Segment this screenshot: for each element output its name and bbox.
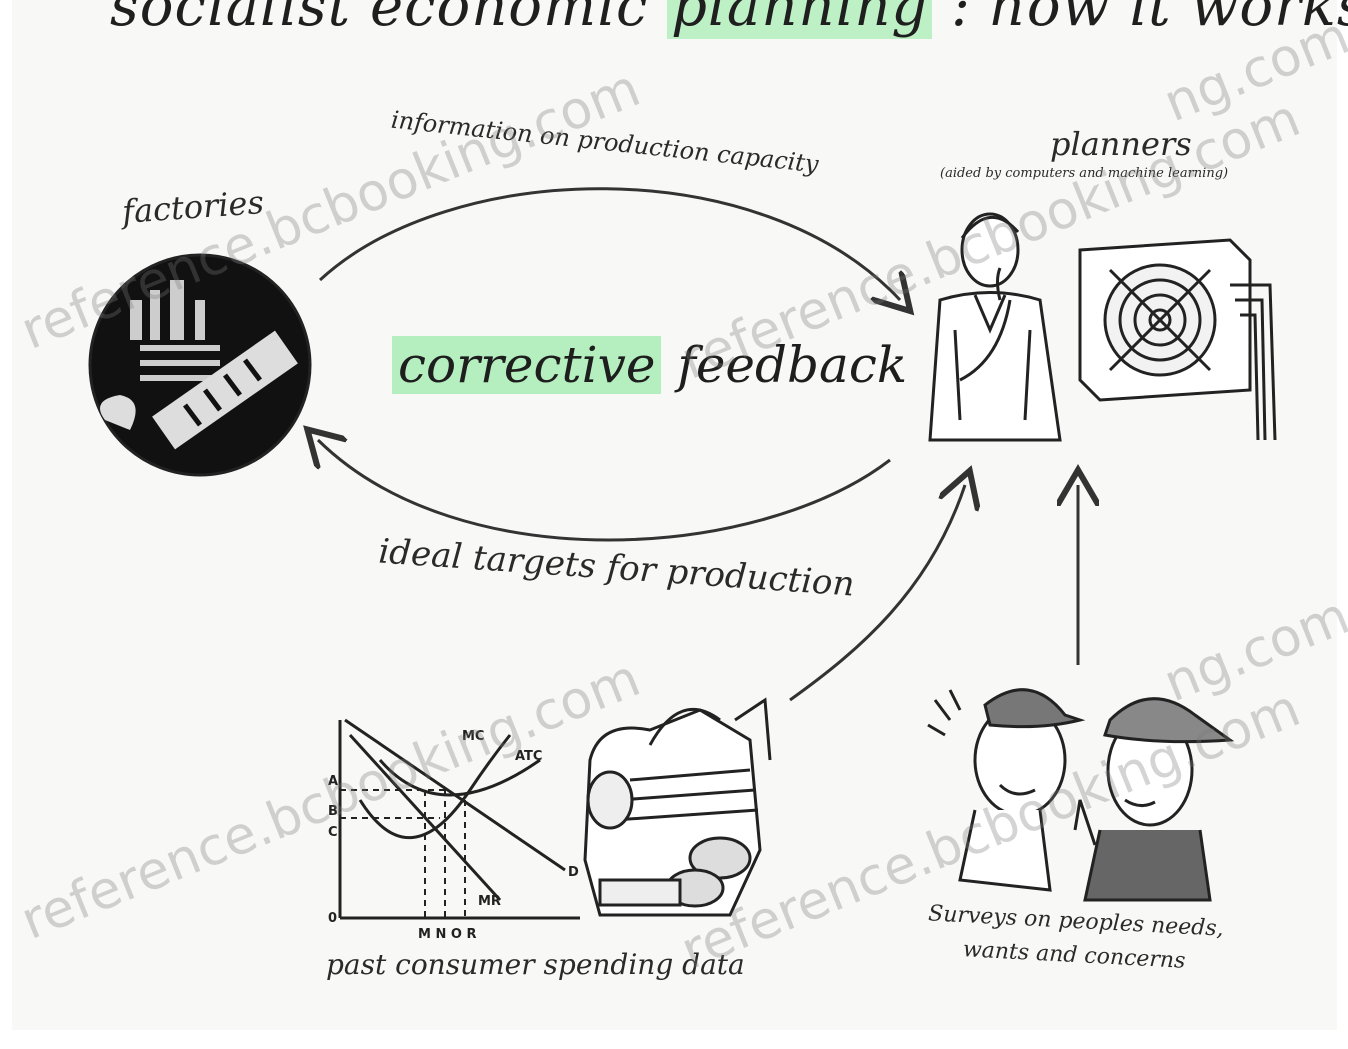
feedback-word: feedback: [677, 336, 908, 394]
chart-label-b: B: [328, 804, 338, 819]
title-highlight-planning: planning: [667, 0, 933, 39]
cost-curve-chart-icon: [338, 718, 580, 920]
planners-sublabel: (aided by computers and machine learning…: [940, 166, 1229, 181]
page-title: socialist economic planning : how it wor…: [110, 0, 1348, 39]
planners-label: planners: [1050, 125, 1192, 163]
arrow-spending-to-planners: [789, 485, 965, 702]
factory-gear-icon: [88, 253, 312, 477]
chart-axis-ticks: M N O R: [418, 927, 476, 942]
corrective-feedback-label: corrective feedback: [392, 336, 907, 394]
chart-label-mr: MR: [478, 894, 501, 909]
past-spending-label: past consumer spending data: [326, 948, 745, 981]
computer-fan-icon: [1078, 238, 1277, 441]
thinking-man-icon: [928, 212, 1062, 442]
talking-people-icon: [927, 688, 1235, 902]
chart-label-origin: 0: [328, 911, 337, 926]
chart-label-atc: ATC: [515, 749, 542, 764]
chart-label-c: C: [328, 825, 338, 840]
chart-label-mc: MC: [462, 729, 484, 744]
chart-label-a: A: [328, 774, 338, 789]
arrow-targets-to-factories: [318, 440, 891, 542]
corrective-word: corrective: [392, 336, 662, 394]
title-part-3: : how it works: [932, 0, 1348, 39]
title-part-1: socialist economic: [110, 0, 649, 39]
shopping-basket-icon: [583, 697, 772, 917]
arrow-info-to-planners: [318, 187, 900, 300]
chart-label-d: D: [568, 865, 579, 880]
